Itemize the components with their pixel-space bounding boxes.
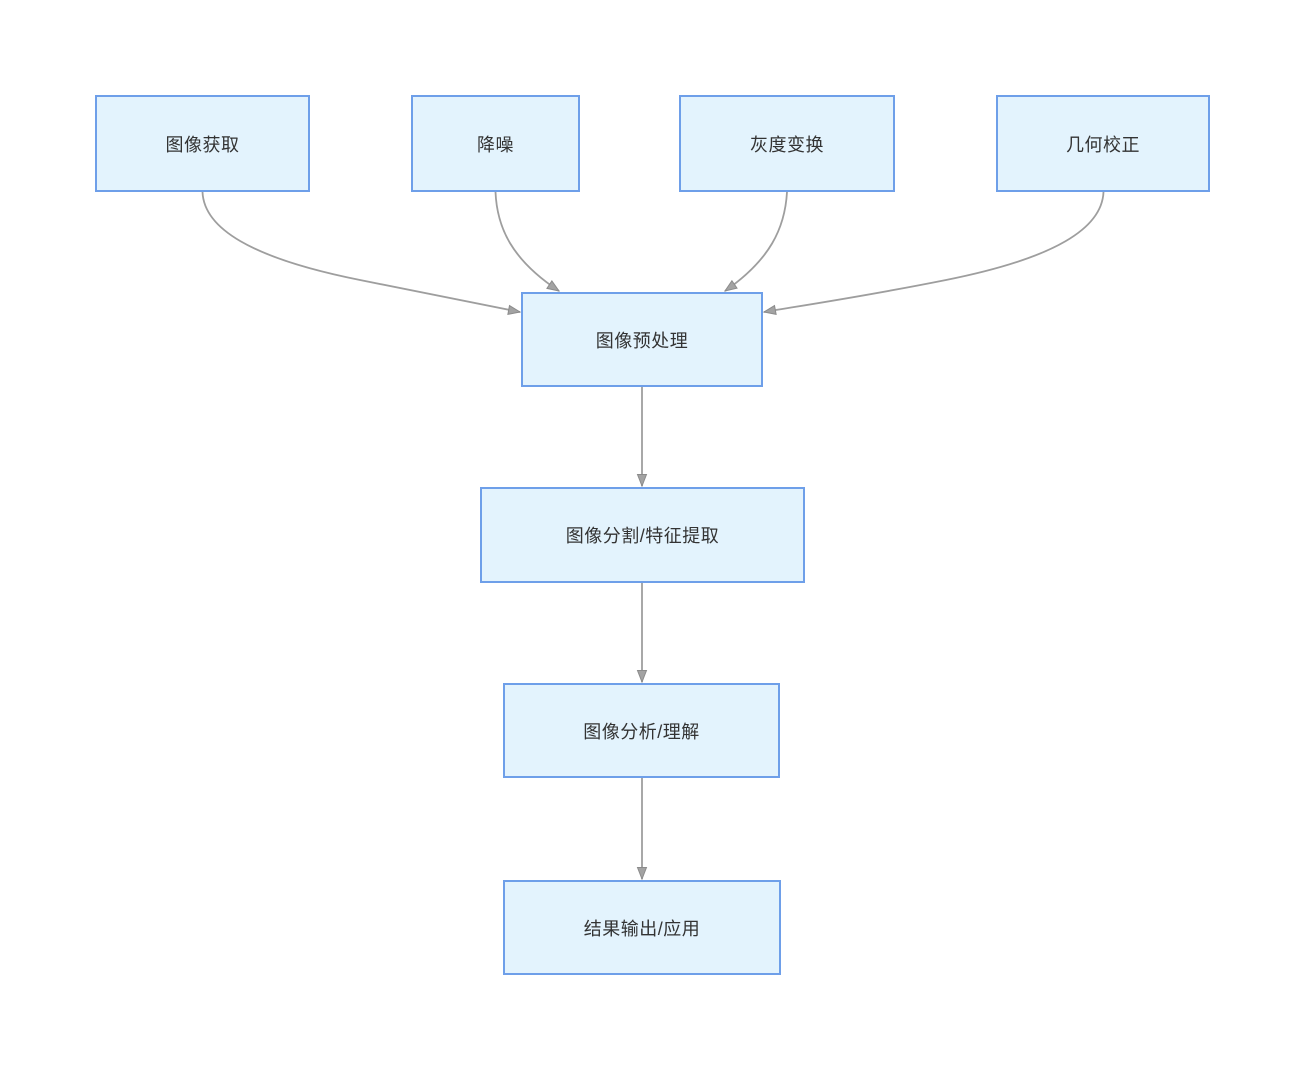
edge-denoise-to-preprocess xyxy=(494,191,560,291)
node-label: 图像获取 xyxy=(165,134,240,155)
node-label: 图像分割/特征提取 xyxy=(565,526,720,546)
node-label: 几何校正 xyxy=(1066,134,1140,155)
node-label: 图像预处理 xyxy=(595,330,689,351)
node-grayscale-transform: 灰度变换 xyxy=(679,95,895,192)
node-label: 灰度变换 xyxy=(750,134,824,155)
edge-gray-to-preprocess xyxy=(725,191,788,291)
node-label: 图像分析/理解 xyxy=(583,721,700,742)
node-denoising: 降噪 xyxy=(411,95,580,192)
node-image-preprocessing: 图像预处理 xyxy=(521,292,763,387)
edge-acquire-to-preprocess xyxy=(201,191,521,312)
node-result-output-application: 结果输出/应用 xyxy=(503,880,781,975)
node-geometric-correction: 几何校正 xyxy=(996,95,1210,192)
node-image-acquisition: 图像获取 xyxy=(95,95,310,192)
node-analysis-understanding: 图像分析/理解 xyxy=(503,683,780,778)
node-segmentation-feature-extraction: 图像分割/特征提取 xyxy=(480,487,805,583)
node-label: 降噪 xyxy=(477,134,514,155)
edge-geom-to-preprocess xyxy=(764,191,1105,312)
node-label: 结果输出/应用 xyxy=(583,918,701,939)
